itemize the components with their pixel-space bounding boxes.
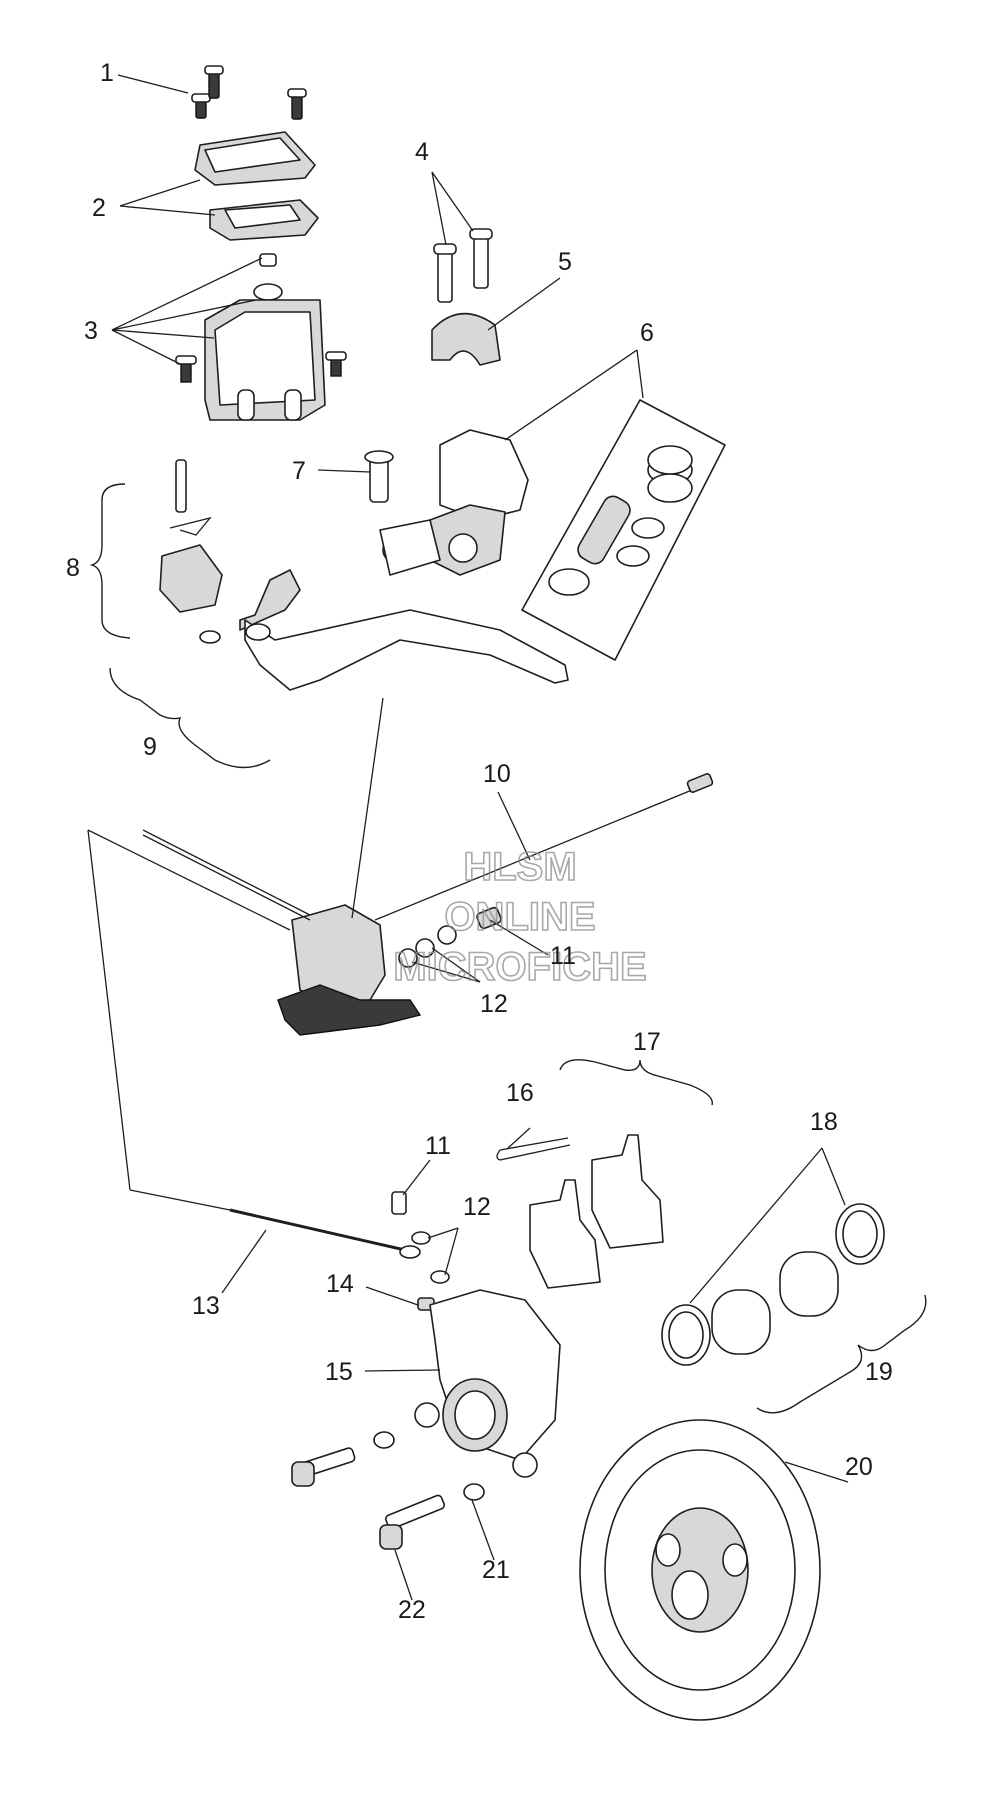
watermark-line3: MICROFICHE bbox=[393, 945, 646, 989]
callout-20: 20 bbox=[845, 1453, 873, 1481]
part-9-lever[interactable] bbox=[239, 569, 569, 691]
part-22-bolts[interactable] bbox=[291, 1447, 446, 1550]
part-7-pivot-pin[interactable] bbox=[364, 450, 394, 503]
callout-18: 18 bbox=[810, 1108, 838, 1136]
callout-9: 9 bbox=[143, 733, 157, 761]
callout-11-upper: 11 bbox=[550, 942, 576, 970]
part-6-kit-panel[interactable] bbox=[521, 399, 726, 661]
callout-2: 2 bbox=[92, 194, 106, 222]
part-20-disc[interactable] bbox=[579, 1419, 821, 1721]
part-17-pads[interactable] bbox=[529, 1134, 664, 1289]
callout-4: 4 bbox=[415, 138, 429, 166]
callout-21: 21 bbox=[482, 1556, 510, 1584]
callout-16: 16 bbox=[506, 1079, 534, 1107]
callout-12-lower: 12 bbox=[463, 1193, 491, 1221]
callout-1: 1 bbox=[100, 59, 114, 87]
part-16-pin[interactable] bbox=[496, 1137, 571, 1161]
assembled-master-cylinder[interactable] bbox=[277, 904, 422, 1036]
part-1-screws[interactable] bbox=[191, 65, 307, 120]
callout-12-upper: 12 bbox=[480, 990, 508, 1018]
part-10-wire[interactable] bbox=[374, 773, 714, 921]
part-6-housing[interactable] bbox=[379, 429, 529, 576]
part-2-reservoir-cap[interactable] bbox=[194, 131, 319, 241]
watermark-line1: HLSM bbox=[463, 845, 576, 889]
callout-17: 17 bbox=[633, 1028, 661, 1056]
part-15-caliper[interactable] bbox=[414, 1289, 561, 1478]
callout-7: 7 bbox=[292, 457, 306, 485]
watermark: HLSM ONLINE MICROFICHE bbox=[393, 844, 648, 990]
callout-8: 8 bbox=[66, 554, 80, 582]
part-8-switch[interactable] bbox=[159, 459, 223, 644]
callout-22: 22 bbox=[398, 1596, 426, 1624]
callout-15: 15 bbox=[325, 1358, 353, 1386]
part-21-washers[interactable] bbox=[373, 1431, 485, 1501]
callout-13: 13 bbox=[192, 1292, 220, 1320]
watermark-line2: ONLINE bbox=[444, 895, 595, 939]
braces bbox=[89, 483, 927, 1414]
callouts: 1 2 3 4 5 6 7 8 9 10 11 12 11 12 13 14 1… bbox=[66, 59, 893, 1624]
callout-5: 5 bbox=[558, 248, 572, 276]
part-18-19-pistons[interactable] bbox=[661, 1203, 885, 1366]
part-3-master-cylinder[interactable] bbox=[175, 253, 347, 421]
callout-3: 3 bbox=[84, 317, 98, 345]
callout-14: 14 bbox=[326, 1270, 354, 1298]
callout-10: 10 bbox=[483, 760, 511, 788]
part-11-12-lower[interactable] bbox=[391, 1191, 450, 1284]
part-4-bolts[interactable] bbox=[433, 228, 493, 303]
callout-19: 19 bbox=[865, 1358, 893, 1386]
part-13-brake-line[interactable] bbox=[142, 829, 421, 1259]
callout-6: 6 bbox=[640, 319, 654, 347]
part-5-clamp[interactable] bbox=[431, 312, 501, 366]
callout-11-lower: 11 bbox=[425, 1132, 451, 1160]
leader-lines bbox=[87, 74, 849, 1601]
